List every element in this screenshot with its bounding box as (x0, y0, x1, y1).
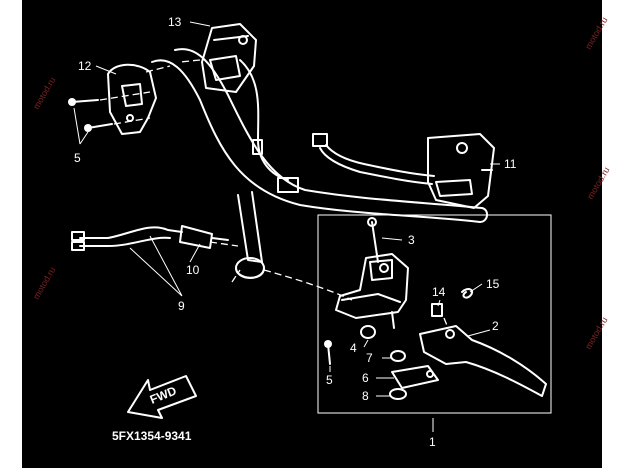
callout-12: 12 (78, 59, 92, 73)
handlebar (151, 48, 488, 279)
callout-11: 11 (504, 157, 517, 171)
callout-labels: 13 12 5 11 3 10 9 4 5 7 6 8 14 15 2 1 (74, 15, 517, 449)
callout-5-left: 5 (74, 151, 81, 165)
master-cylinder-detail-box (317, 214, 552, 414)
screw-pair (68, 91, 151, 132)
callout-4: 4 (350, 341, 357, 355)
callout-6: 6 (362, 371, 369, 385)
diagram-background (22, 0, 602, 468)
callout-15: 15 (486, 277, 500, 291)
callout-1: 1 (429, 435, 436, 449)
callout-7: 7 (366, 351, 373, 365)
assembly-lines (145, 59, 353, 301)
brake-switch-cable (71, 225, 229, 251)
leader-lines (73, 21, 500, 432)
callout-5-right: 5 (326, 373, 333, 387)
bar-wiring (239, 59, 299, 193)
drawing-code: 5FX1354-9341 (112, 429, 192, 443)
callout-10: 10 (186, 263, 200, 277)
callout-2: 2 (492, 319, 499, 333)
callout-3: 3 (408, 233, 415, 247)
switch-housing-upper (201, 23, 257, 93)
switch-housing-right (312, 133, 495, 209)
callout-13: 13 (168, 15, 182, 29)
callout-14: 14 (432, 285, 446, 299)
callout-8: 8 (362, 389, 369, 403)
callout-9: 9 (178, 299, 185, 313)
